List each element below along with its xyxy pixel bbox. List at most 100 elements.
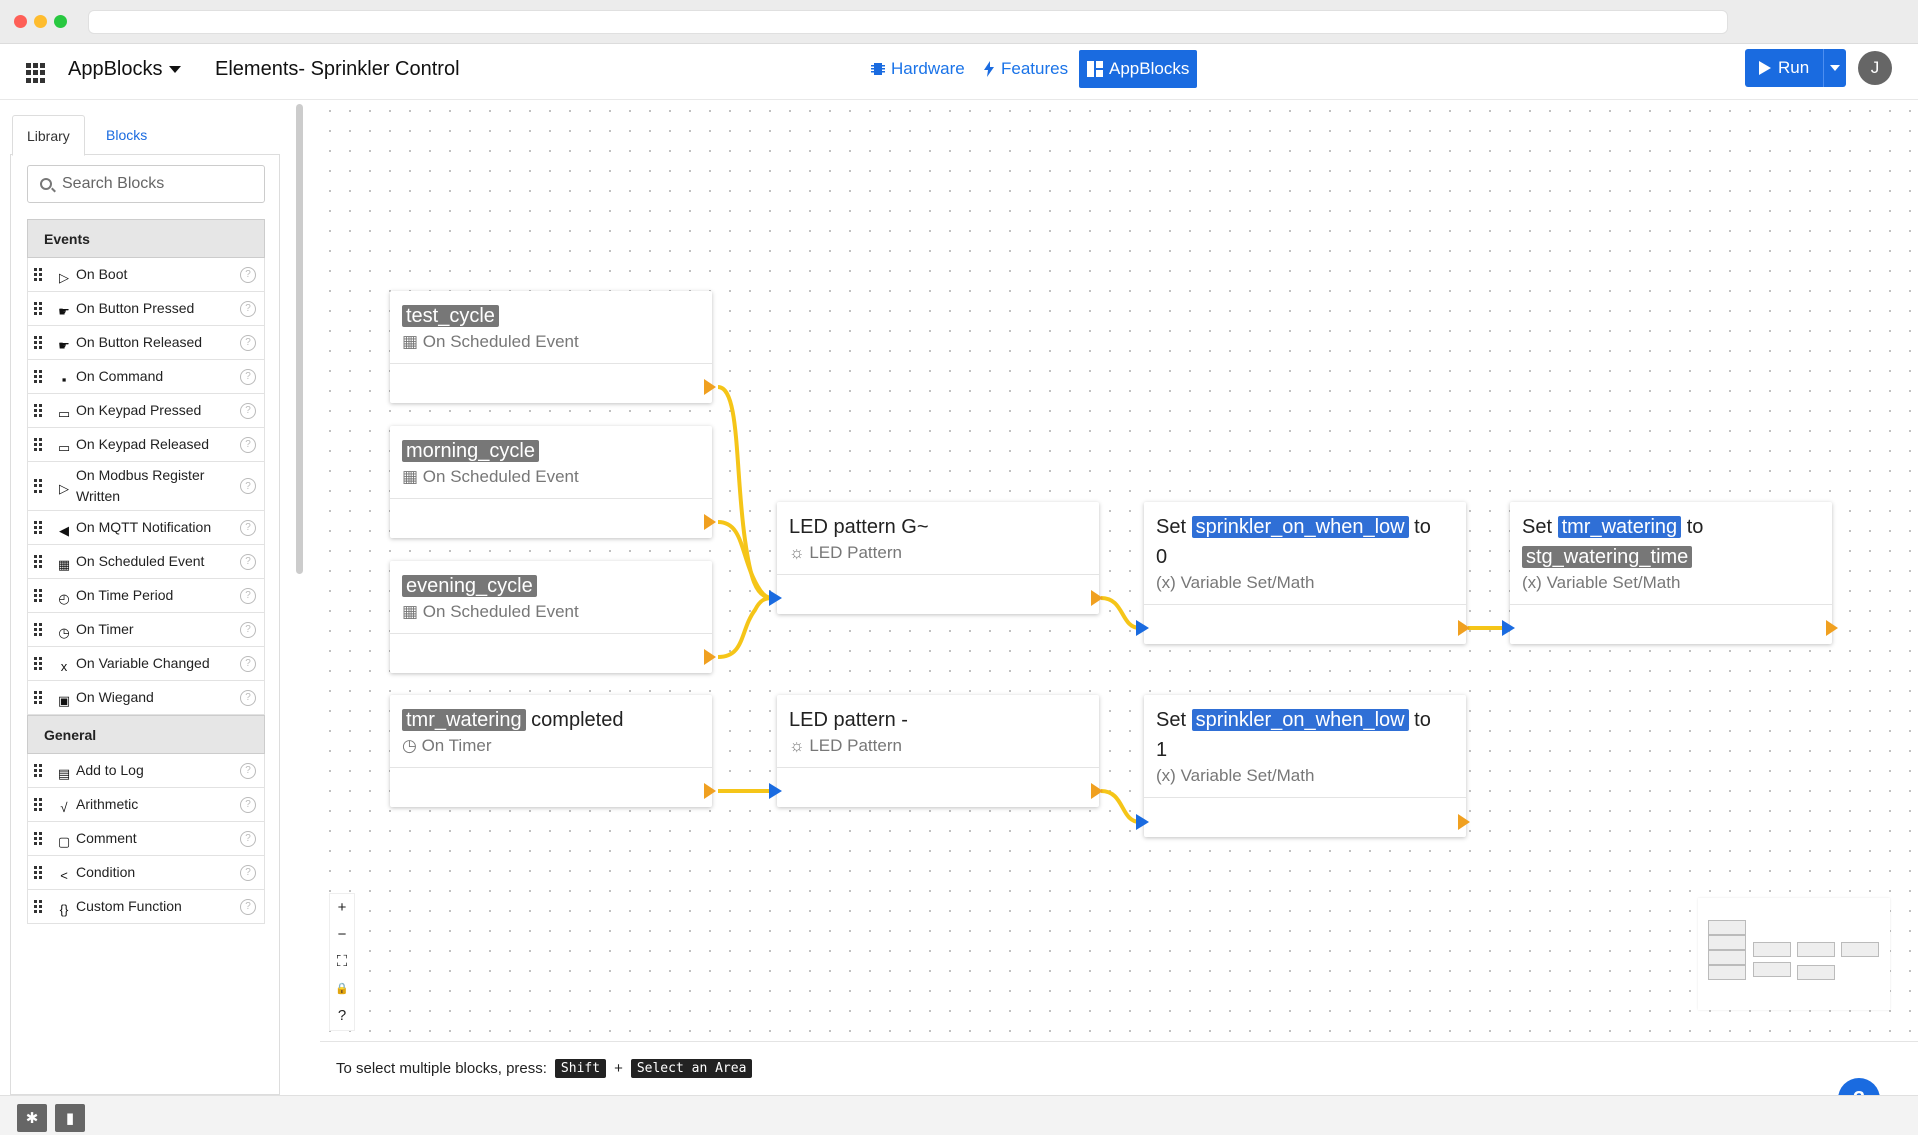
library-item[interactable]: {}Custom Function? — [27, 890, 265, 924]
input-port[interactable] — [769, 783, 782, 799]
drag-handle-icon[interactable] — [34, 763, 42, 778]
help-circle-icon[interactable]: ? — [240, 864, 256, 881]
drag-handle-icon[interactable] — [34, 267, 42, 282]
library-section-header[interactable]: General — [27, 715, 265, 754]
drag-handle-icon[interactable] — [34, 369, 42, 384]
run-options-chevron-icon[interactable] — [1830, 65, 1840, 71]
apps-grid-icon[interactable] — [26, 63, 46, 83]
library-item[interactable]: √Arithmetic? — [27, 788, 265, 822]
close-window-icon[interactable] — [14, 15, 27, 28]
library-item[interactable]: ▭On Keypad Pressed? — [27, 394, 265, 428]
input-port[interactable] — [1136, 620, 1149, 636]
library-item[interactable]: ☛On Button Pressed? — [27, 292, 265, 326]
drag-handle-icon[interactable] — [34, 520, 42, 535]
library-item[interactable]: ◷On Timer? — [27, 613, 265, 647]
fit-view-button[interactable]: ⛶ — [336, 953, 348, 970]
library-item[interactable]: ▤Add to Log? — [27, 754, 265, 788]
app-switcher[interactable]: AppBlocks — [68, 58, 181, 81]
help-circle-icon[interactable]: ? — [240, 300, 256, 317]
run-button[interactable]: Run — [1745, 49, 1846, 87]
block-led-pattern-g[interactable]: LED pattern G~ ☼ LED Pattern — [777, 502, 1099, 614]
input-port[interactable] — [769, 590, 782, 606]
nav-features[interactable]: Features — [975, 50, 1076, 88]
drag-handle-icon[interactable] — [34, 899, 42, 914]
block-test-cycle[interactable]: test_cycle ▦ On Scheduled Event — [390, 291, 712, 403]
library-item[interactable]: ▷On Boot? — [27, 258, 265, 292]
output-port[interactable] — [1458, 620, 1470, 636]
block-led-pattern-off[interactable]: LED pattern - ☼ LED Pattern — [777, 695, 1099, 807]
library-item[interactable]: ▭On Keypad Released? — [27, 428, 265, 462]
search-blocks-input[interactable]: Search Blocks — [27, 165, 265, 203]
help-circle-icon[interactable]: ? — [240, 830, 256, 847]
library-item[interactable]: ▦On Scheduled Event? — [27, 545, 265, 579]
zoom-out-button[interactable]: − — [337, 926, 347, 943]
help-circle-icon[interactable]: ? — [240, 478, 256, 494]
help-circle-icon[interactable]: ? — [240, 334, 256, 351]
drag-handle-icon[interactable] — [34, 656, 42, 671]
nav-hardware[interactable]: Hardware — [863, 50, 973, 88]
library-item[interactable]: ▪On Command? — [27, 360, 265, 394]
help-circle-icon[interactable]: ? — [240, 368, 256, 385]
tab-library[interactable]: Library — [12, 115, 85, 156]
library-item[interactable]: <Condition? — [27, 856, 265, 890]
output-port[interactable] — [1826, 620, 1838, 636]
drag-handle-icon[interactable] — [34, 437, 42, 452]
block-evening-cycle[interactable]: evening_cycle ▦ On Scheduled Event — [390, 561, 712, 673]
output-port[interactable] — [1458, 814, 1470, 830]
output-port[interactable] — [704, 783, 716, 799]
drag-handle-icon[interactable] — [34, 335, 42, 350]
help-circle-icon[interactable]: ? — [240, 519, 256, 536]
input-port[interactable] — [1502, 620, 1515, 636]
drag-handle-icon[interactable] — [34, 479, 42, 493]
drag-handle-icon[interactable] — [34, 831, 42, 846]
user-avatar[interactable]: J — [1858, 51, 1892, 85]
zoom-in-button[interactable]: + — [337, 899, 347, 916]
help-circle-icon[interactable]: ? — [240, 796, 256, 813]
help-circle-icon[interactable]: ? — [240, 621, 256, 638]
block-timer-completed[interactable]: tmr_watering completed ◷ On Timer — [390, 695, 712, 807]
drag-handle-icon[interactable] — [34, 301, 42, 316]
help-circle-icon[interactable]: ? — [240, 553, 256, 570]
library-item[interactable]: ◀On MQTT Notification? — [27, 511, 265, 545]
library-item[interactable]: ◴On Time Period? — [27, 579, 265, 613]
sidebar-scrollbar[interactable] — [296, 104, 303, 574]
output-port[interactable] — [1091, 783, 1103, 799]
output-port[interactable] — [704, 649, 716, 665]
input-port[interactable] — [1136, 814, 1149, 830]
help-button[interactable]: ? — [337, 1007, 347, 1024]
block-morning-cycle[interactable]: morning_cycle ▦ On Scheduled Event — [390, 426, 712, 538]
output-port[interactable] — [704, 514, 716, 530]
help-circle-icon[interactable]: ? — [240, 898, 256, 915]
help-circle-icon[interactable]: ? — [240, 655, 256, 672]
help-circle-icon[interactable]: ? — [240, 402, 256, 419]
drag-handle-icon[interactable] — [34, 622, 42, 637]
maximize-window-icon[interactable] — [54, 15, 67, 28]
help-circle-icon[interactable]: ? — [240, 587, 256, 604]
drag-handle-icon[interactable] — [34, 588, 42, 603]
drag-handle-icon[interactable] — [34, 865, 42, 880]
drag-handle-icon[interactable] — [34, 797, 42, 812]
library-item[interactable]: ▢Comment? — [27, 822, 265, 856]
drag-handle-icon[interactable] — [34, 403, 42, 418]
lock-button[interactable]: 🔒 — [330, 975, 354, 1002]
help-circle-icon[interactable]: ? — [240, 436, 256, 453]
library-section-header[interactable]: Events — [27, 219, 265, 258]
tab-blocks[interactable]: Blocks — [106, 127, 148, 143]
minimize-window-icon[interactable] — [34, 15, 47, 28]
device-button[interactable]: ▮ — [55, 1104, 85, 1132]
help-circle-icon[interactable]: ? — [240, 266, 256, 283]
output-port[interactable] — [704, 379, 716, 395]
library-item[interactable]: ▣On Wiegand? — [27, 681, 265, 715]
canvas-minimap[interactable] — [1698, 898, 1890, 1010]
help-circle-icon[interactable]: ? — [240, 762, 256, 779]
debug-button[interactable]: ✱ — [17, 1104, 47, 1132]
drag-handle-icon[interactable] — [34, 690, 42, 705]
drag-handle-icon[interactable] — [34, 554, 42, 569]
library-item[interactable]: ☛On Button Released? — [27, 326, 265, 360]
library-item[interactable]: ▷On Modbus Register Written? — [27, 462, 265, 511]
address-bar[interactable] — [88, 10, 1728, 34]
nav-appblocks[interactable]: AppBlocks — [1079, 50, 1198, 88]
